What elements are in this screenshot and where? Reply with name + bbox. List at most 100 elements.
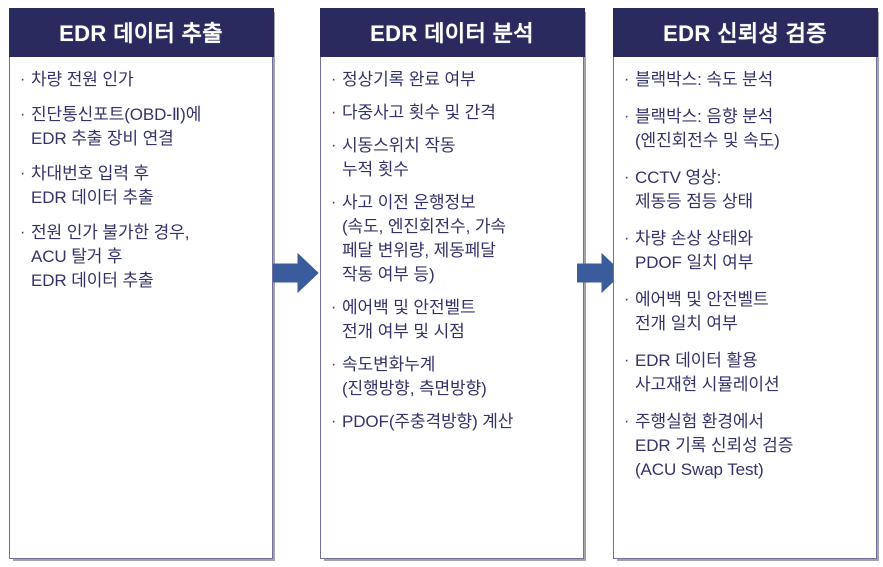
bullet-icon: · (624, 351, 630, 369)
column-title: EDR 데이터 추출 (59, 21, 223, 46)
list-item-line: PDOF 일치 여부 (635, 252, 754, 272)
list-item: · 전원 인가 불가한 경우, ACU 탈거 후 EDR 데이터 추출 (20, 221, 266, 293)
list-item: · 블랙박스: 속도 분석 (624, 68, 870, 92)
column-body-edr-reliability-verification: · 블랙박스: 속도 분석 · 블랙박스: 음향 분석 (엔진회전수 및 속도)… (614, 57, 876, 501)
bullet-icon: · (331, 355, 337, 373)
list-item: · 에어백 및 안전벨트 전개 일치 여부 (624, 288, 870, 336)
bullet-icon: · (20, 164, 26, 182)
list-item: · 주행실험 환경에서 EDR 기록 신뢰성 검증 (ACU Swap Test… (624, 410, 870, 482)
list-item-text: 차량 전원 인가 (31, 68, 266, 92)
list-item-text: 블랙박스: 속도 분석 (635, 68, 870, 92)
bullet-icon: · (20, 223, 26, 241)
list-item-line: 속도변화누계 (342, 354, 436, 374)
list-item-text: 차량 손상 상태와 PDOF 일치 여부 (635, 227, 870, 275)
list-item-line: 에어백 및 안전벨트 (342, 297, 476, 317)
bullet-icon: · (331, 412, 337, 430)
list-item-line: 페달 변위량, 제동페달 (342, 240, 496, 260)
list-item-text: 속도변화누계 (진행방향, 측면방향) (342, 353, 577, 401)
list-item-line: 정상기록 완료 여부 (342, 69, 476, 89)
list-item-line: (속도, 엔진회전수, 가속 (342, 216, 506, 236)
list-item-text: 에어백 및 안전벨트 전개 여부 및 시점 (342, 296, 577, 344)
list-item-text: 차대번호 입력 후 EDR 데이터 추출 (31, 162, 266, 210)
list-item-line: (엔진회전수 및 속도) (635, 130, 780, 150)
bullet-icon: · (331, 298, 337, 316)
bullet-icon: · (624, 412, 630, 430)
bullet-icon: · (20, 105, 26, 123)
list-item: · 속도변화누계 (진행방향, 측면방향) (331, 353, 577, 401)
list-item-line: EDR 데이터 추출 (31, 270, 154, 290)
list-item-line: EDR 기록 신뢰성 검증 (635, 435, 794, 455)
list-item-line: (진행방향, 측면방향) (342, 378, 487, 398)
bullet-icon: · (20, 70, 26, 88)
list-item-line: 시동스위치 작동 (342, 135, 456, 155)
list-item: · 블랙박스: 음향 분석 (엔진회전수 및 속도) (624, 105, 870, 153)
list-item-line: CCTV 영상: (635, 167, 722, 187)
list-item-line: 사고 이전 운행정보 (342, 192, 476, 212)
list-item: · 차량 손상 상태와 PDOF 일치 여부 (624, 227, 870, 275)
list-item-line: 전원 인가 불가한 경우, (31, 222, 190, 242)
list-item-text: EDR 데이터 활용 사고재현 시뮬레이션 (635, 349, 870, 397)
list-item-text: 다중사고 횟수 및 간격 (342, 101, 577, 125)
column-body-edr-data-extraction: · 차량 전원 인가 · 진단통신포트(OBD-Ⅱ)에 EDR 추출 장비 연결… (10, 57, 272, 310)
list-item-line: EDR 추출 장비 연결 (31, 128, 174, 148)
list-item-line: 주행실험 환경에서 (635, 411, 764, 431)
bullet-icon: · (624, 70, 630, 88)
list-item-line: PDOF(주충격방향) 계산 (342, 411, 514, 431)
column-title: EDR 신뢰성 검증 (663, 21, 827, 46)
bullet-icon: · (331, 103, 337, 121)
list-item-line: EDR 데이터 추출 (31, 187, 154, 207)
process-column-edr-reliability-verification: EDR 신뢰성 검증 · 블랙박스: 속도 분석 · 블랙박스: 음향 분석 (… (612, 7, 878, 559)
list-item-line: 사고재현 시뮬레이션 (635, 374, 780, 394)
list-item-line: 진단통신포트(OBD-Ⅱ)에 (31, 104, 202, 124)
list-item-line: EDR 데이터 활용 (635, 350, 758, 370)
list-item: · 시동스위치 작동 누적 횟수 (331, 134, 577, 182)
list-item-text: 정상기록 완료 여부 (342, 68, 577, 92)
list-item: · CCTV 영상: 제동등 점등 상태 (624, 166, 870, 214)
list-item-line: 제동등 점등 상태 (635, 191, 754, 211)
list-item-text: PDOF(주충격방향) 계산 (342, 410, 577, 434)
list-item-text: 사고 이전 운행정보 (속도, 엔진회전수, 가속 페달 변위량, 제동페달 작… (342, 191, 577, 287)
bullet-icon: · (624, 168, 630, 186)
list-item: · 정상기록 완료 여부 (331, 68, 577, 92)
column-header-edr-reliability-verification: EDR 신뢰성 검증 (612, 7, 878, 57)
bullet-icon: · (624, 290, 630, 308)
column-body-edr-data-analysis: · 정상기록 완료 여부 · 다중사고 횟수 및 간격 · 시동스위치 작동 누… (321, 57, 583, 449)
list-item: · EDR 데이터 활용 사고재현 시뮬레이션 (624, 349, 870, 397)
list-item-line: 블랙박스: 속도 분석 (635, 69, 774, 89)
list-item: · 에어백 및 안전벨트 전개 여부 및 시점 (331, 296, 577, 344)
list-item: · 차대번호 입력 후 EDR 데이터 추출 (20, 162, 266, 210)
list-item-line: 누적 횟수 (342, 159, 409, 179)
list-item-text: 블랙박스: 음향 분석 (엔진회전수 및 속도) (635, 105, 870, 153)
arrow-right-icon (577, 252, 623, 294)
list-item-text: 시동스위치 작동 누적 횟수 (342, 134, 577, 182)
list-item-line: (ACU Swap Test) (635, 459, 764, 479)
list-item-line: 전개 여부 및 시점 (342, 321, 465, 341)
list-item-text: 주행실험 환경에서 EDR 기록 신뢰성 검증 (ACU Swap Test) (635, 410, 870, 482)
column-header-edr-data-extraction: EDR 데이터 추출 (8, 7, 274, 57)
bullet-icon: · (624, 229, 630, 247)
list-item-line: 작동 여부 등) (342, 264, 435, 284)
process-column-edr-data-analysis: EDR 데이터 분석 · 정상기록 완료 여부 · 다중사고 횟수 및 간격 ·… (319, 7, 585, 559)
list-item-text: 진단통신포트(OBD-Ⅱ)에 EDR 추출 장비 연결 (31, 103, 266, 151)
list-item-line: 에어백 및 안전벨트 (635, 289, 769, 309)
bullet-icon: · (331, 193, 337, 211)
list-item-line: 차대번호 입력 후 (31, 163, 150, 183)
list-item: · 사고 이전 운행정보 (속도, 엔진회전수, 가속 페달 변위량, 제동페달… (331, 191, 577, 287)
process-column-edr-data-extraction: EDR 데이터 추출 · 차량 전원 인가 · 진단통신포트(OBD-Ⅱ)에 E… (8, 7, 274, 559)
list-item: · 진단통신포트(OBD-Ⅱ)에 EDR 추출 장비 연결 (20, 103, 266, 151)
list-item-text: 전원 인가 불가한 경우, ACU 탈거 후 EDR 데이터 추출 (31, 221, 266, 293)
list-item-text: 에어백 및 안전벨트 전개 일치 여부 (635, 288, 870, 336)
bullet-icon: · (331, 70, 337, 88)
list-item-line: 전개 일치 여부 (635, 313, 738, 333)
list-item: · PDOF(주충격방향) 계산 (331, 410, 577, 434)
bullet-icon: · (624, 107, 630, 125)
column-title: EDR 데이터 분석 (370, 21, 534, 46)
column-header-edr-data-analysis: EDR 데이터 분석 (319, 7, 585, 57)
list-item-line: 다중사고 횟수 및 간격 (342, 102, 496, 122)
list-item-text: CCTV 영상: 제동등 점등 상태 (635, 166, 870, 214)
bullet-icon: · (331, 136, 337, 154)
arrow-right-icon (273, 252, 319, 294)
list-item-line: 차량 전원 인가 (31, 69, 134, 89)
list-item-line: 차량 손상 상태와 (635, 228, 754, 248)
